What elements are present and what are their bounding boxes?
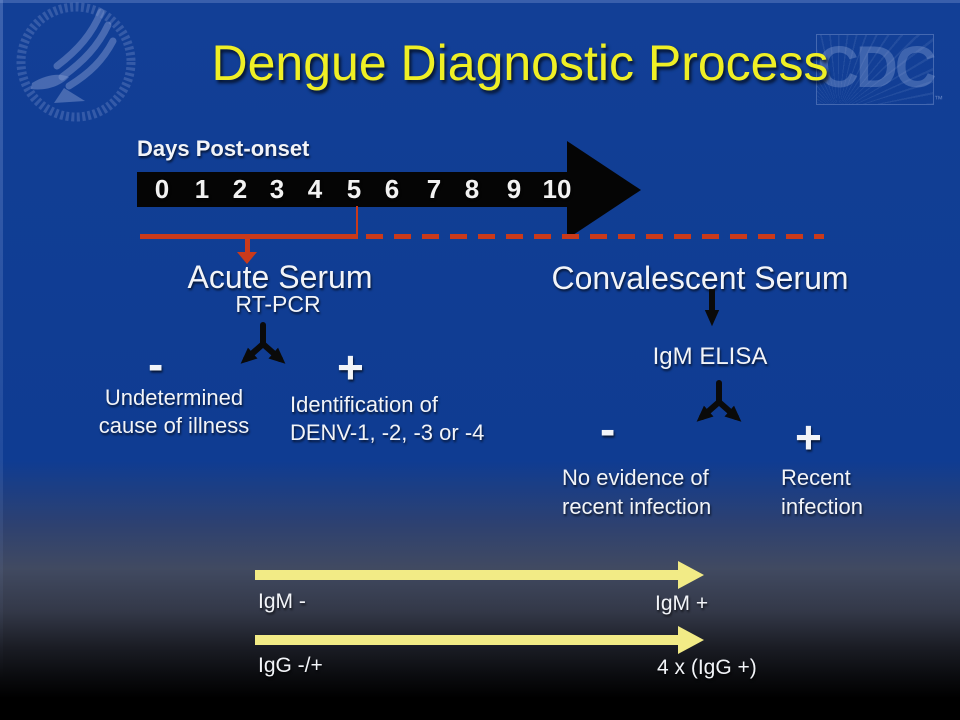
timeline-day: 7	[426, 174, 442, 204]
hhs-eagle-tail	[54, 88, 85, 103]
convalescent-serum-heading: Convalescent Serum	[551, 260, 849, 296]
hhs-eagle-wing-stripes	[53, 8, 117, 90]
igm-end-label: IgM +	[655, 592, 709, 615]
timeline-day: 5	[346, 174, 362, 204]
acute-negative-outcome: Undetermined cause of illness	[88, 384, 260, 440]
convalescent-branch-arrow	[696, 380, 742, 422]
timeline-day: 6	[384, 174, 400, 204]
convalescent-negative-outcome: No evidence of recent infection	[562, 463, 711, 521]
timeline-label: Days Post-onset	[137, 136, 310, 161]
acute-phase-line-connector	[356, 206, 358, 235]
timeline-day: 1	[194, 174, 210, 204]
convalescent-phase-dashed-line	[366, 234, 824, 239]
timeline-day: 3	[269, 174, 285, 204]
acute-positive-outcome: Identification of DENV-1, -2, -3 or -4	[290, 391, 484, 447]
timeline-day: 8	[464, 174, 480, 204]
acute-branch-arrow	[240, 322, 286, 364]
branch-negative-arm	[696, 399, 722, 422]
branch-positive-arm	[260, 341, 286, 364]
branch-negative-arm	[240, 341, 266, 364]
convalescent-positive-outcome: Recent infection	[781, 463, 863, 521]
outcome-line: Undetermined	[104, 385, 244, 410]
outcome-line: Identification of	[290, 392, 438, 417]
cdc-logo-rays	[817, 35, 933, 104]
acute-serum-heading: Acute Serum	[187, 259, 373, 295]
igg-progression-arrow	[255, 626, 704, 654]
slide-title: Dengue Diagnostic Process	[211, 35, 829, 91]
branch-positive-arm	[716, 399, 742, 422]
acute-negative-sign: -	[148, 338, 164, 390]
acute-serum-pointer-arrowhead	[237, 252, 257, 264]
timeline-day: 10	[542, 174, 572, 204]
cdc-logo: CDC	[816, 34, 937, 105]
acute-test-label: RT-PCR	[235, 291, 321, 317]
timeline-day: 2	[232, 174, 248, 204]
timeline-arrow	[137, 141, 641, 239]
timeline-day: 4	[307, 174, 323, 204]
acute-positive-sign: +	[337, 341, 364, 393]
outcome-line: infection	[781, 494, 863, 519]
cdc-logo-text: CDC	[817, 35, 937, 100]
yellow-arrowhead	[678, 561, 704, 589]
convalescent-positive-sign: +	[795, 411, 822, 463]
igm-progression-arrow	[255, 561, 704, 589]
outcome-line: Recent	[781, 465, 851, 490]
convalescent-test-label: IgM ELISA	[652, 343, 768, 370]
igm-start-label: IgM -	[258, 590, 306, 613]
hhs-eagle-head	[31, 74, 69, 90]
igg-start-label: IgG -/+	[258, 654, 323, 677]
slide-edge-highlight-left	[0, 0, 3, 680]
timeline-arrowhead	[567, 141, 641, 239]
convalescent-negative-sign: -	[600, 403, 616, 455]
outcome-line: cause of illness	[98, 413, 250, 438]
cdc-trademark: ™	[934, 94, 943, 104]
acute-phase-line	[140, 234, 358, 239]
igg-end-label: 4 x (IgG +)	[657, 656, 757, 679]
yellow-arrow-shaft	[255, 570, 678, 580]
timeline-day: 9	[506, 174, 522, 204]
acute-serum-pointer-stem	[245, 237, 250, 253]
hhs-seal-text-ring	[16, 2, 136, 122]
hhs-seal-logo	[16, 2, 136, 122]
slide-edge-highlight-top	[0, 0, 960, 3]
outcome-line: No evidence of	[562, 465, 709, 490]
timeline-day: 0	[154, 174, 170, 204]
outcome-line: DENV-1, -2, -3 or -4	[290, 420, 485, 445]
yellow-arrowhead	[678, 626, 704, 654]
yellow-arrow-shaft	[255, 635, 678, 645]
timeline-arrow-band	[137, 172, 567, 207]
outcome-line: recent infection	[562, 494, 712, 519]
convalescent-down-arrow	[704, 289, 720, 327]
